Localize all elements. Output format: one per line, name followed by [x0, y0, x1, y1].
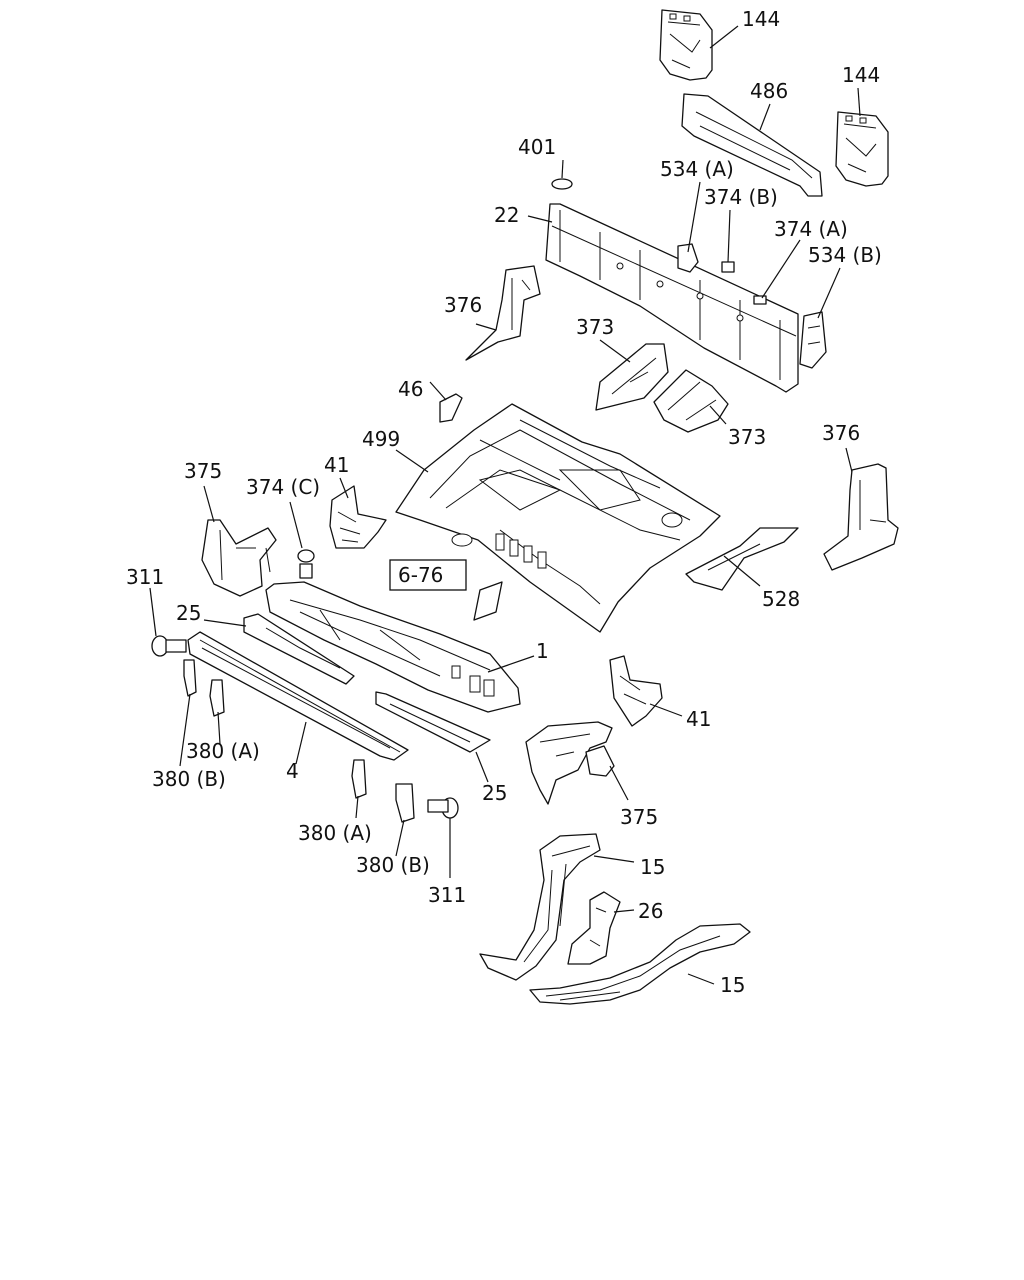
callout-376-right: 376	[822, 421, 860, 445]
part-528-bracket	[685, 527, 799, 591]
callout-380a-upper: 380 (A)	[186, 739, 260, 763]
callout-144-upper: 144	[742, 7, 780, 31]
part-380b-clip-lower	[395, 783, 415, 823]
callout-25-right: 25	[482, 781, 507, 805]
callout-311-left: 311	[126, 565, 164, 589]
callout-528: 528	[762, 587, 800, 611]
callout-41-left: 41	[324, 453, 349, 477]
callout-380b-lower: 380 (B)	[356, 853, 430, 877]
reference-6-76	[389, 559, 503, 621]
part-376-bracket-left	[465, 265, 541, 361]
part-380a-clip-lower	[351, 759, 367, 799]
callout-375-lower: 375	[620, 805, 658, 829]
part-311-bolt-right	[427, 797, 459, 819]
callout-380a-lower: 380 (A)	[298, 821, 372, 845]
callout-4: 4	[286, 759, 299, 783]
callout-374c: 374 (C)	[246, 475, 320, 499]
part-534b-bracket	[799, 311, 827, 369]
part-374c-nut	[297, 549, 315, 579]
part-41-bracket-left	[329, 485, 387, 549]
callout-41-right: 41	[686, 707, 711, 731]
leader-lines	[149, 25, 861, 985]
callout-374a: 374 (A)	[774, 217, 848, 241]
callout-labels: 144 486 144 401 534 (A) 374 (B) 22 374 (…	[126, 7, 882, 997]
callout-374b: 374 (B)	[704, 185, 778, 209]
callout-534b: 534 (B)	[808, 243, 882, 267]
part-15-sidemember-left	[479, 833, 601, 981]
part-22-rear-panel	[545, 203, 799, 393]
callout-15-upper: 15	[640, 855, 665, 879]
part-144-bracket-right	[835, 111, 889, 187]
part-374a-clip	[753, 295, 767, 305]
callout-376-left: 376	[444, 293, 482, 317]
callout-373-lower: 373	[728, 425, 766, 449]
part-4-long-rail	[187, 631, 409, 761]
part-380a-clip-upper	[209, 679, 225, 717]
callout-144-right: 144	[842, 63, 880, 87]
callout-46: 46	[398, 377, 423, 401]
part-376-bracket-right	[823, 463, 899, 571]
callout-311-lower: 311	[428, 883, 466, 907]
callout-534a: 534 (A)	[660, 157, 734, 181]
part-144-bracket-left	[659, 9, 713, 81]
part-25-rail-right	[375, 691, 491, 753]
callout-499: 499	[362, 427, 400, 451]
part-1-floor-section	[265, 581, 521, 713]
part-486-crossmember	[681, 93, 823, 197]
part-25-rail-left	[243, 613, 355, 685]
part-26-bracket	[567, 891, 621, 965]
part-401-plug	[551, 178, 573, 190]
part-373-gusset-upper	[595, 343, 669, 411]
part-46-bracket	[439, 393, 463, 423]
part-374b-clip	[721, 261, 735, 273]
callout-401: 401	[518, 135, 556, 159]
callout-15-lower: 15	[720, 973, 745, 997]
callout-25-left: 25	[176, 601, 201, 625]
callout-1: 1	[536, 639, 549, 663]
part-380b-clip-upper	[183, 659, 197, 697]
part-311-bolt-left	[151, 635, 187, 657]
part-375-bracket-lower	[525, 721, 615, 805]
part-15-sidemember-right	[529, 923, 751, 1005]
part-499-floor-pan	[395, 403, 721, 633]
reference-box	[389, 559, 467, 591]
callout-26: 26	[638, 899, 663, 923]
callout-6-76: 6-76	[398, 563, 443, 587]
callout-486: 486	[750, 79, 788, 103]
callout-373-upper: 373	[576, 315, 614, 339]
callout-22: 22	[494, 203, 519, 227]
callout-375-left: 375	[184, 459, 222, 483]
part-373-gusset-lower	[653, 369, 729, 433]
part-41-bracket-right	[609, 655, 663, 727]
part-375-bracket-left	[201, 519, 277, 597]
callout-380b-upper: 380 (B)	[152, 767, 226, 791]
